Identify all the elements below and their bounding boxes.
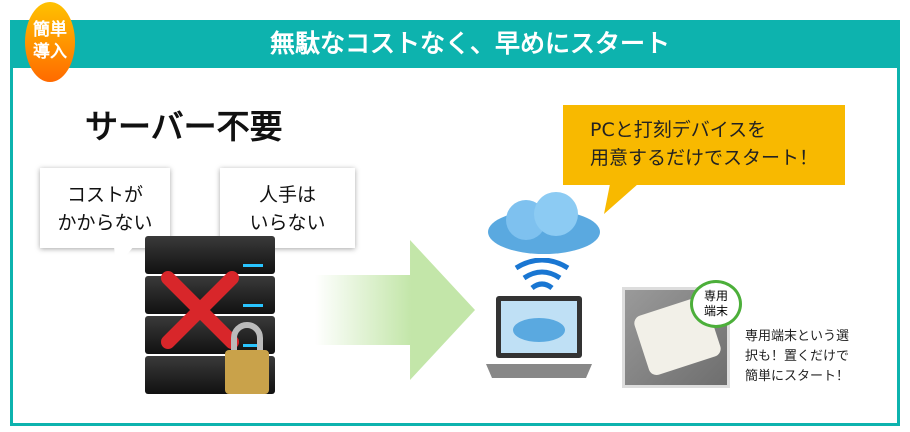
callout-line: 用意するだけでスタート！ [590,147,819,169]
desc-line: 択も！置くだけで [745,349,850,364]
badge-line: 端末 [703,304,728,318]
cross-icon [161,271,239,349]
easy-intro-badge: 簡単 導入 [25,2,75,82]
header-title: 無駄なコストなく、早めにスタート [269,29,670,58]
badge-line: 専用 [703,289,728,303]
arrow-icon [315,240,475,380]
bubble-line: コストが [66,184,143,206]
cloud-icon [488,192,600,254]
dedicated-terminal-badge: 専用 端末 [690,280,742,328]
device-description: 専用端末という選 択も！置くだけで 簡単にスタート！ [745,327,849,387]
desc-line: 簡単にスタート！ [745,369,850,384]
bubble-line: いらない [249,212,326,234]
wifi-icon [514,258,570,291]
callout-tail [604,184,638,214]
speech-bubble-staff: 人手は いらない [220,168,355,248]
header-band [10,20,900,68]
callout-line: PCと打刻デバイスを [590,119,767,141]
padlock-icon [225,322,269,394]
desc-line: 専用端末という選 [745,329,850,344]
callout-box: PCと打刻デバイスを 用意するだけでスタート！ [563,105,845,185]
speech-bubble-cost: コストが かからない [40,168,170,248]
badge-line: 導入 [33,42,67,62]
laptop-icon [486,296,592,378]
no-server-heading: サーバー不要 [85,107,283,146]
bubble-line: 人手は [258,184,316,206]
server-unit [145,236,275,274]
bubble-line: かからない [57,212,153,234]
badge-line: 簡単 [33,20,67,40]
